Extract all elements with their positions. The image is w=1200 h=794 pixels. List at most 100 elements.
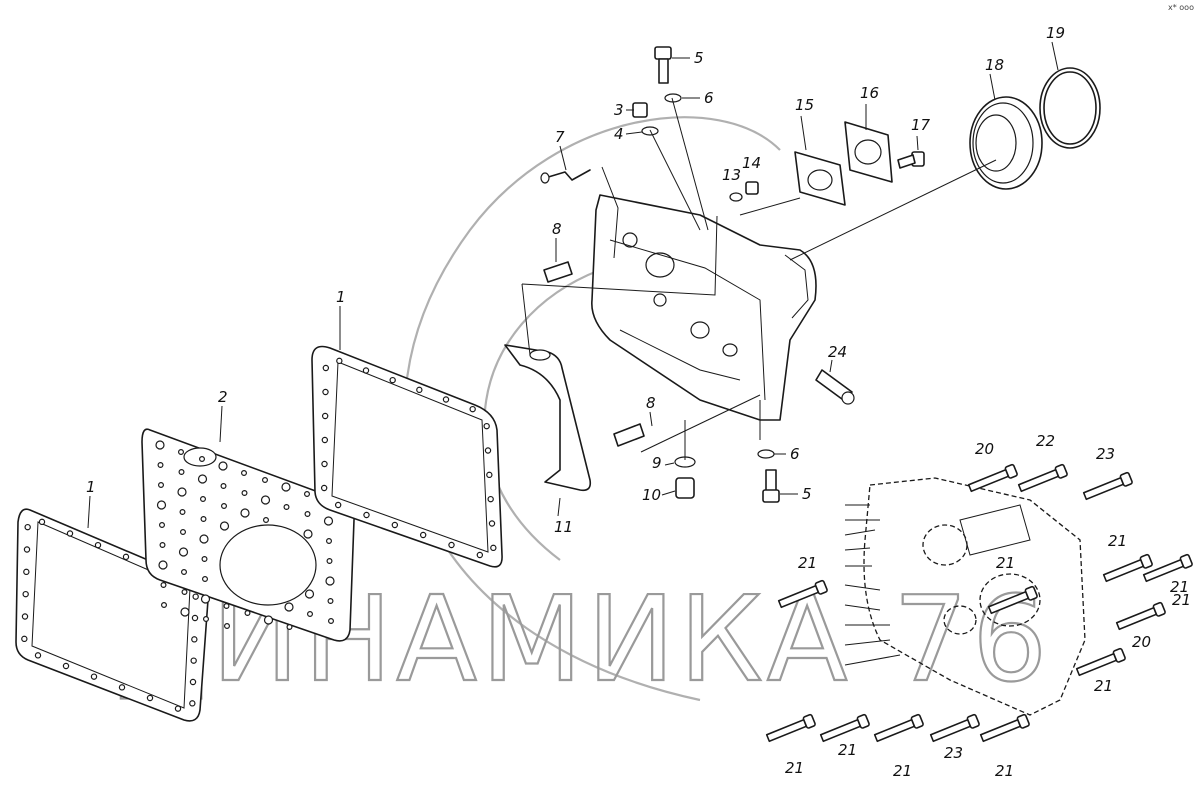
callout-21d: 21 — [1170, 578, 1189, 596]
callout-6b: 6 — [790, 445, 800, 463]
bolt-hole — [23, 568, 30, 576]
plate-hole — [218, 461, 228, 471]
bolt-hole — [448, 541, 455, 549]
plate-hole — [281, 482, 291, 492]
bolt-shank — [1017, 468, 1060, 493]
callout-1b: 1 — [336, 288, 346, 306]
rear-cover-housing — [591, 194, 817, 421]
bolt — [765, 713, 816, 743]
bolt-hole — [192, 593, 199, 600]
bolt-hole — [483, 422, 490, 430]
bolt-shank — [1102, 558, 1145, 583]
callout-24: 24 — [828, 343, 847, 361]
plate-hole — [284, 602, 294, 612]
plate-hole — [304, 491, 311, 498]
part-8-lower-pin — [613, 423, 645, 447]
bolt-head — [1112, 647, 1126, 663]
bolt-hole — [389, 376, 396, 384]
bolt-hole — [321, 412, 329, 420]
callout-5a: 5 — [694, 49, 704, 67]
callout-21a: 21 — [798, 554, 817, 572]
plate-hole — [241, 490, 248, 497]
bolt-hole — [476, 551, 484, 559]
plate-hole — [197, 474, 208, 484]
bolt-head — [1179, 553, 1193, 569]
watermark: ДИНАМИКА 76 — [114, 116, 1048, 709]
bolt-hole — [24, 523, 31, 531]
callout-21j: 21 — [1172, 591, 1191, 609]
plate-hole — [286, 623, 293, 630]
plate-hole — [262, 477, 269, 484]
bolt-hole — [334, 501, 342, 509]
part-5-upper-plug — [654, 46, 672, 84]
bolt-hole — [363, 511, 370, 519]
plate-hole — [159, 541, 166, 548]
plate-hole — [177, 487, 187, 497]
plate-hole — [307, 610, 314, 617]
callout-1a: 1 — [86, 478, 96, 496]
plate-hole — [260, 495, 271, 505]
bolt-hole — [21, 635, 28, 643]
bolt-hole — [322, 388, 329, 396]
part-19-snap-ring — [1039, 67, 1101, 149]
bolt-hole — [490, 544, 497, 552]
callout-18: 18 — [985, 56, 1004, 74]
bolt-hole — [488, 520, 496, 527]
bolt-head — [1054, 463, 1068, 479]
plate-hole — [200, 496, 207, 503]
plate-hole — [180, 607, 190, 617]
bolt — [777, 579, 828, 609]
callout-19: 19 — [1046, 24, 1065, 42]
leader-lines — [521, 97, 997, 666]
bolt-hole — [62, 662, 70, 670]
bolt-hole — [416, 386, 423, 394]
bolt-hole — [189, 678, 197, 686]
bolt-hole — [487, 495, 494, 503]
part-6-lower-washer — [757, 449, 775, 459]
part-24-sensor — [815, 369, 855, 405]
callout-22: 22 — [1036, 432, 1055, 450]
plate-hole — [155, 440, 165, 450]
plate-hole — [240, 508, 250, 518]
plate-hole — [178, 547, 189, 557]
bolt-hole — [362, 367, 370, 374]
plate-hole — [161, 601, 168, 608]
part-7-tube — [540, 169, 591, 184]
callout-11: 11 — [554, 518, 573, 536]
plate-hole — [326, 557, 333, 564]
plate-hole — [160, 581, 167, 588]
plate-hole — [304, 589, 315, 599]
bolt-head — [1119, 471, 1133, 487]
bolt-hole — [23, 546, 31, 553]
bolt-hole — [38, 518, 46, 526]
bolt-shank — [1075, 652, 1118, 677]
callout-6a: 6 — [704, 89, 714, 107]
callout-2: 2 — [218, 388, 228, 406]
bolt — [967, 463, 1018, 493]
plate-hole — [304, 511, 311, 518]
bolt-head — [1024, 585, 1038, 601]
gasket-middle — [311, 345, 503, 568]
bolt-shank — [967, 468, 1010, 493]
part-5-lower-plug — [762, 469, 780, 503]
bolts-group — [765, 463, 1193, 743]
bolt-hole — [336, 357, 343, 365]
plate-hole — [325, 576, 335, 586]
callout-8a: 8 — [552, 220, 562, 238]
plate-hole — [244, 609, 251, 616]
callout-21f: 21 — [838, 741, 857, 759]
callout-leaders — [87, 41, 1059, 529]
bolt-head — [1004, 463, 1018, 479]
bolt-hole — [321, 436, 329, 444]
bolt-hole — [189, 700, 196, 707]
part-3-plug — [632, 102, 648, 118]
plate-hole — [199, 456, 206, 463]
bolt — [1142, 553, 1193, 583]
plate-hole — [157, 462, 164, 469]
plate-hole — [181, 588, 188, 595]
plate-hole — [203, 615, 210, 622]
callout-17: 17 — [911, 116, 931, 134]
plate-hole — [263, 516, 270, 523]
bolt-shank — [873, 718, 916, 743]
bolt — [987, 585, 1038, 615]
